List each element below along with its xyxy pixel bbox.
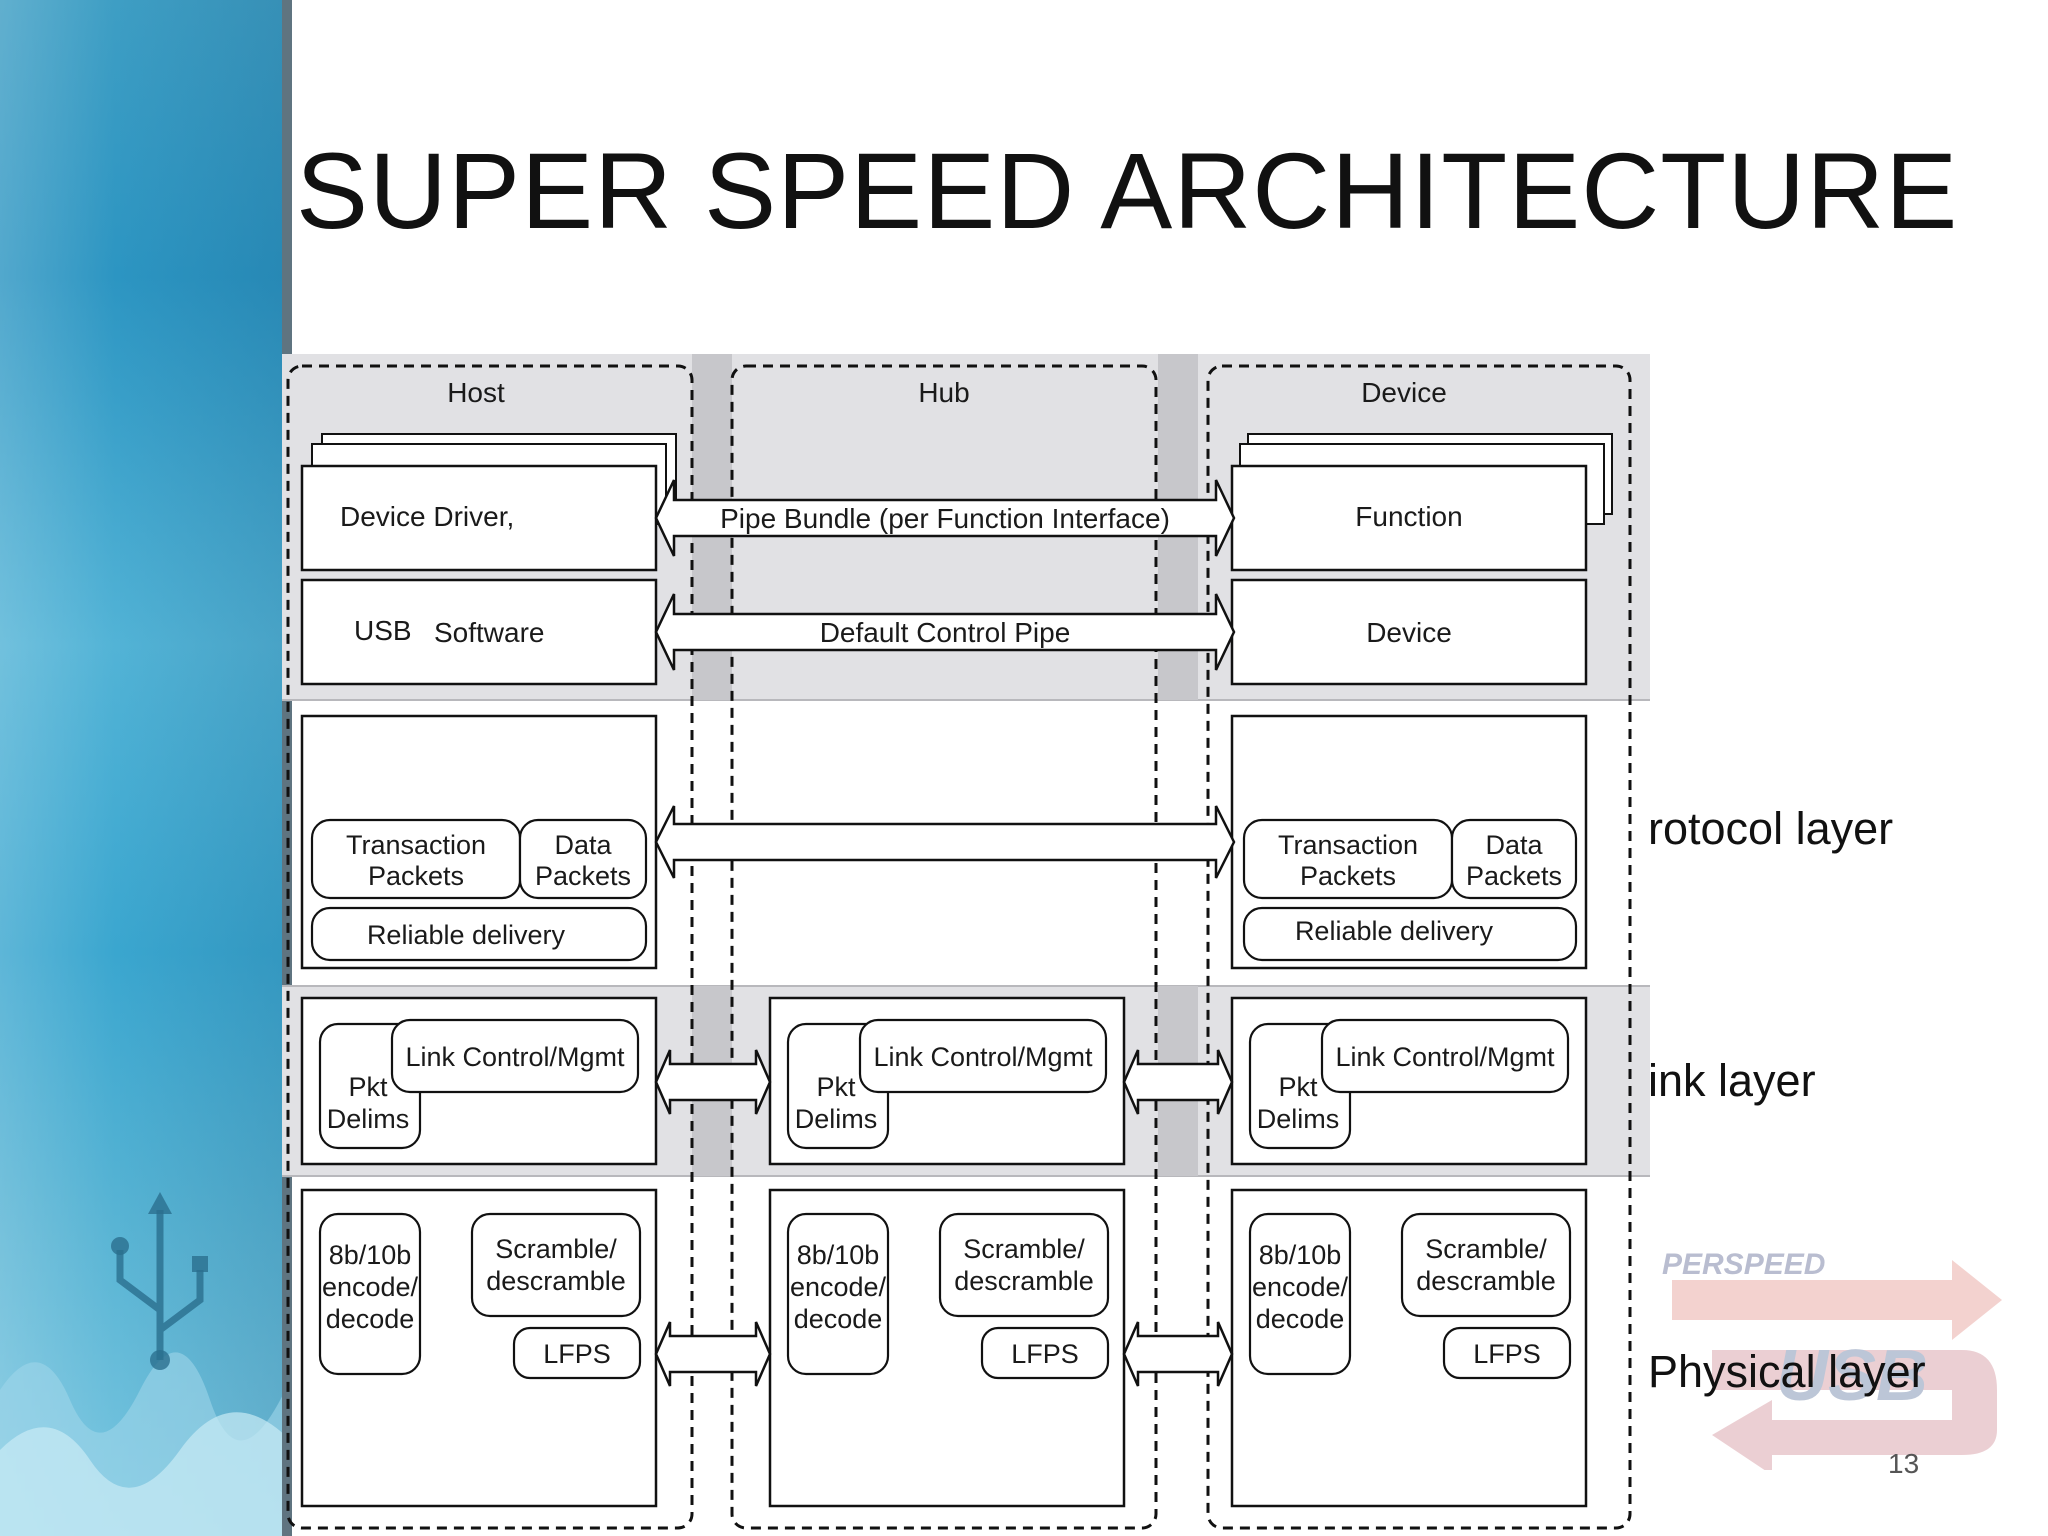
wave-decoration xyxy=(0,1352,290,1536)
pipe-bundle-label: Pipe Bundle (per Function Interface) xyxy=(720,503,1170,534)
function-label: Function xyxy=(1355,501,1462,532)
device-driver-box xyxy=(300,464,658,572)
svg-text:USB: USB xyxy=(1776,1336,1928,1416)
device-transaction-label-2: Packets xyxy=(1300,861,1396,891)
usb-software-box xyxy=(300,578,658,686)
device-encode-label-2: encode/ xyxy=(1252,1272,1349,1302)
device-box xyxy=(1230,578,1588,686)
host-phy-block: 8b/10b encode/ decode Scramble/ descramb… xyxy=(300,1188,658,1508)
left-band-shading xyxy=(0,0,290,1536)
physical-layer-label: Physical layer xyxy=(1648,1346,1926,1397)
host-encode-label-1: 8b/10b xyxy=(329,1240,412,1270)
host-scramble-label-2: descramble xyxy=(486,1266,626,1296)
usb-label: USB xyxy=(354,615,412,646)
hub-delims-label: Delims xyxy=(795,1104,878,1134)
default-control-pipe-arrow xyxy=(654,593,1236,671)
hub-device-phy-arrow xyxy=(1122,1321,1234,1387)
hub-link-block: Pkt Delims Link Control/Mgmt xyxy=(768,996,1126,1166)
device-encode-label-3: decode xyxy=(1256,1304,1345,1334)
device-driver-label: Device Driver, xyxy=(340,501,514,532)
device-label: Device xyxy=(1366,617,1452,648)
device-link-control-label: Link Control/Mgmt xyxy=(1335,1042,1555,1072)
pipe-bundle-arrow xyxy=(654,479,1236,557)
host-scramble-label-1: Scramble/ xyxy=(495,1234,617,1264)
device-column-outline xyxy=(1206,364,1632,1530)
logo-text: PERSPEED xyxy=(1662,1248,1825,1281)
host-hub-link-arrow xyxy=(654,1049,772,1115)
host-column-outline xyxy=(286,364,694,1530)
architecture-diagram: Host Hub Device Device Driver, USB Softw… xyxy=(282,354,1650,1536)
superspeed-usb-logo: USB PERSPEED xyxy=(1662,1248,2002,1470)
hub-encode-label-2: encode/ xyxy=(790,1272,887,1302)
host-encode-label-3: decode xyxy=(326,1304,415,1334)
device-data-label-1: Data xyxy=(1485,830,1543,860)
band-edge xyxy=(282,0,292,1536)
function-box xyxy=(1230,464,1588,572)
host-delims-label: Delims xyxy=(327,1104,410,1134)
host-encode-label-2: encode/ xyxy=(322,1272,419,1302)
device-transaction-label-1: Transaction xyxy=(1278,830,1418,860)
hub-lfps-label: LFPS xyxy=(1011,1339,1079,1369)
host-data-label-1: Data xyxy=(554,830,612,860)
device-pkt-label: Pkt xyxy=(1278,1072,1318,1102)
hub-encode-label-1: 8b/10b xyxy=(797,1240,880,1270)
device-link-block: Pkt Delims Link Control/Mgmt xyxy=(1230,996,1588,1166)
device-phy-block: 8b/10b encode/ decode Scramble/ descramb… xyxy=(1230,1188,1588,1508)
hub-scramble-label-1: Scramble/ xyxy=(963,1234,1085,1264)
protocol-arrow xyxy=(654,805,1236,879)
device-scramble-label-2: descramble xyxy=(1416,1266,1556,1296)
hub-caption: Hub xyxy=(918,377,969,408)
device-encode-label-1: 8b/10b xyxy=(1259,1240,1342,1270)
hub-encode-label-3: decode xyxy=(794,1304,883,1334)
hub-pkt-label: Pkt xyxy=(816,1072,856,1102)
device-caption: Device xyxy=(1361,377,1447,408)
link-layer-label: ink layer xyxy=(1648,1055,1816,1106)
host-transaction-label-1: Transaction xyxy=(346,830,486,860)
page-number: 13 xyxy=(1888,1448,1920,1479)
hub-column-outline xyxy=(730,364,1158,1530)
hub-scramble-label-2: descramble xyxy=(954,1266,1094,1296)
device-scramble-label-1: Scramble/ xyxy=(1425,1234,1547,1264)
host-transaction-label-2: Packets xyxy=(368,861,464,891)
device-reliable-delivery-label: Reliable delivery xyxy=(1295,916,1494,946)
software-label: Software xyxy=(434,617,545,648)
host-lfps-label: LFPS xyxy=(543,1339,611,1369)
device-data-label-2: Packets xyxy=(1466,861,1562,891)
host-data-label-2: Packets xyxy=(535,861,631,891)
device-lfps-label: LFPS xyxy=(1473,1339,1541,1369)
host-caption: Host xyxy=(447,377,505,408)
hub-link-control-label: Link Control/Mgmt xyxy=(873,1042,1093,1072)
device-delims-label: Delims xyxy=(1257,1104,1340,1134)
hub-phy-block: 8b/10b encode/ decode Scramble/ descramb… xyxy=(768,1188,1126,1508)
hub-device-link-arrow xyxy=(1122,1049,1234,1115)
host-reliable-delivery-label: Reliable delivery xyxy=(367,920,566,950)
slide-title: SUPER SPEED ARCHITECTURE xyxy=(296,130,1959,251)
protocol-layer-label: rotocol layer xyxy=(1648,803,1894,854)
left-decorative-band xyxy=(0,0,290,1536)
host-pkt-label: Pkt xyxy=(348,1072,388,1102)
host-link-control-label: Link Control/Mgmt xyxy=(405,1042,625,1072)
host-hub-phy-arrow xyxy=(654,1321,772,1387)
default-control-pipe-label: Default Control Pipe xyxy=(820,617,1071,648)
host-link-block: Pkt Delims Link Control/Mgmt xyxy=(300,996,658,1166)
usb-trident-icon xyxy=(111,1192,208,1370)
